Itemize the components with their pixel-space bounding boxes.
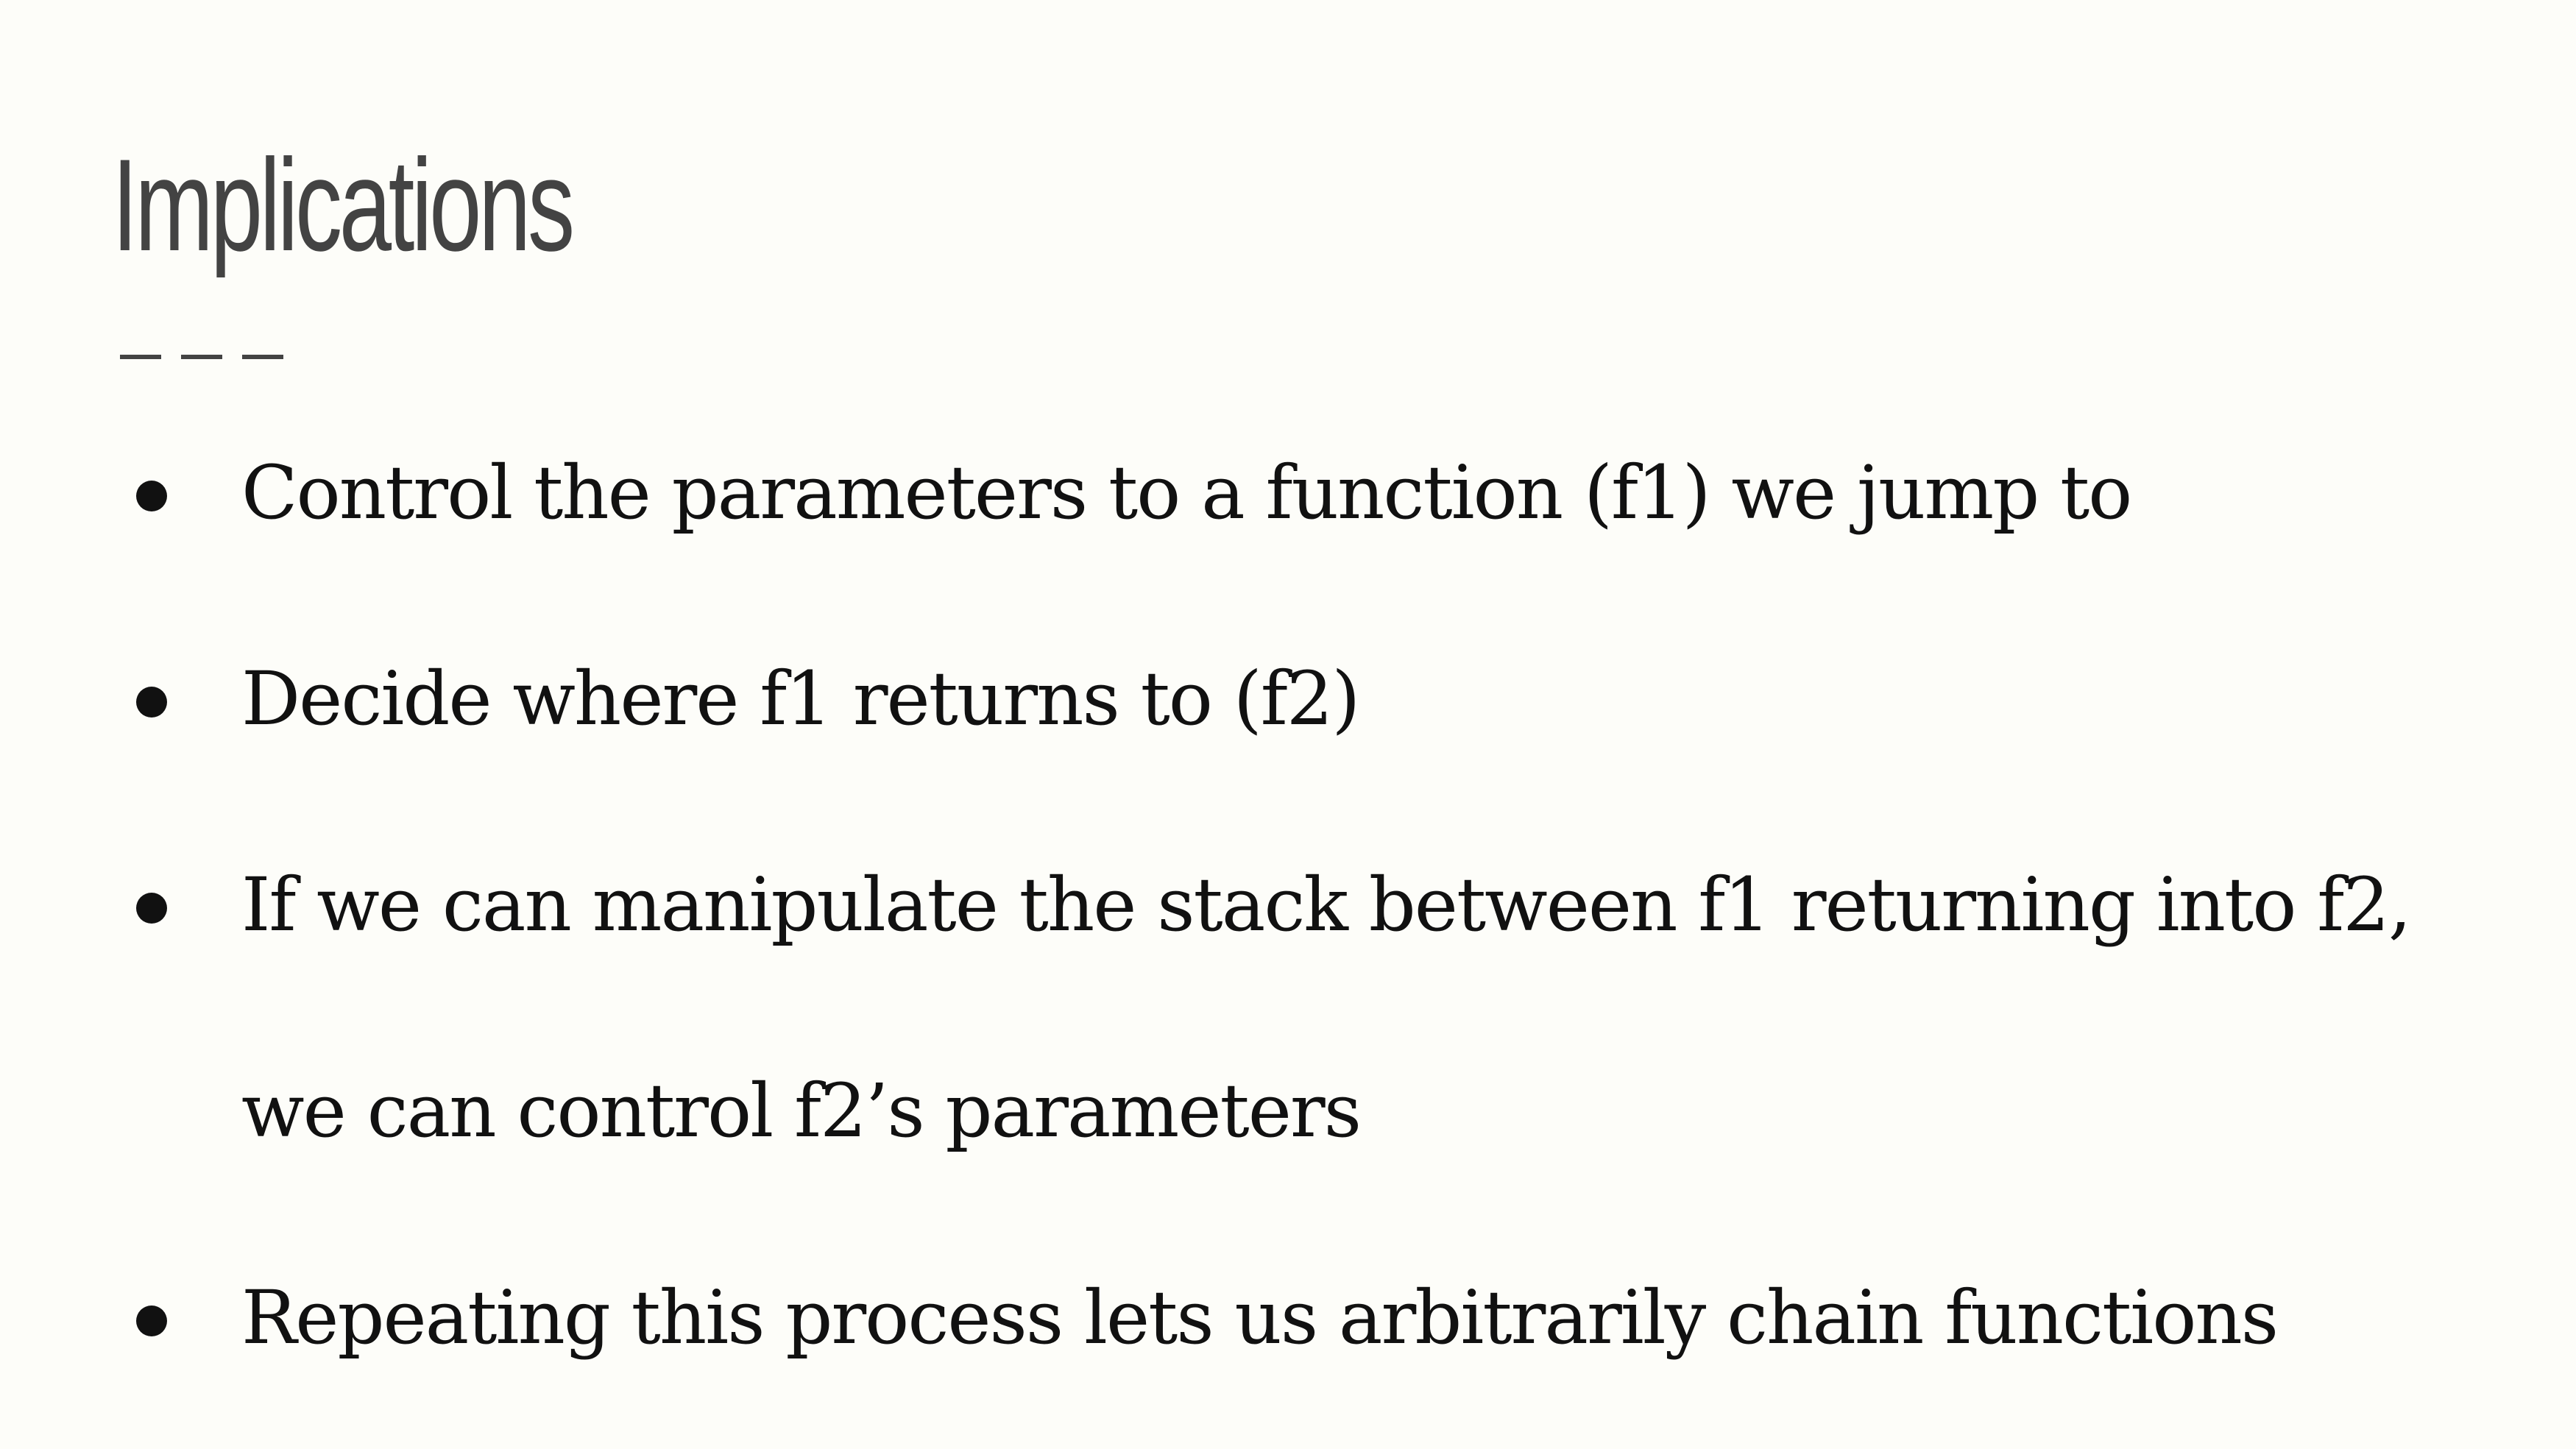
bullet-text: Repeating this process lets us arbitrari… — [241, 1275, 2279, 1361]
slide-title: Implications — [112, 132, 575, 278]
bullet-text: Control the parameters to a function (f1… — [241, 450, 2132, 536]
divider-dash — [120, 355, 161, 359]
divider-dash — [181, 355, 222, 359]
bullet-text: Decide where f1 returns to (f2) — [241, 656, 1360, 742]
bullet-dot-icon — [136, 481, 167, 511]
title-divider — [120, 355, 283, 359]
divider-dash — [242, 355, 283, 359]
bullet-dot-icon — [136, 687, 167, 718]
bullet-dot-icon — [136, 1305, 167, 1336]
bullet-dot-icon — [136, 893, 167, 924]
bullet-text: If we can manipulate the stack between f… — [241, 862, 2412, 1154]
